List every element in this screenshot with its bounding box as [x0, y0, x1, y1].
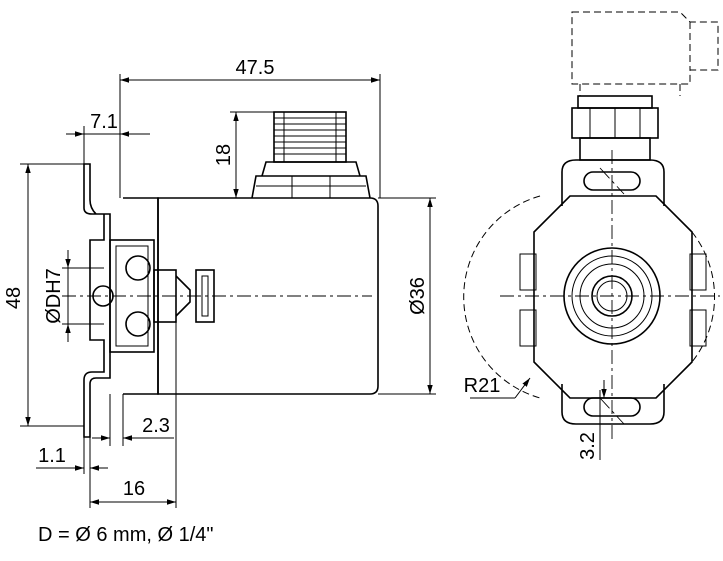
shaft-diameter-note: D = Ø 6 mm, Ø 1/4"	[38, 524, 213, 546]
dim-body-diameter: Ø36	[407, 277, 429, 315]
dim-slot-width: 3.2	[577, 432, 599, 460]
dim-connector-height: 18	[213, 144, 235, 166]
front-view: R21 3.2	[463, 11, 720, 460]
top-slot	[583, 171, 641, 191]
dim-flange-thickness: 2.3	[142, 415, 170, 437]
bottom-mounting-tab	[561, 384, 665, 425]
thread-lines	[274, 117, 346, 155]
dim-mount-depth: 16	[123, 478, 145, 500]
connector-thread	[273, 111, 347, 163]
encoder-body	[157, 197, 379, 395]
dim-overall-length: 47.5	[236, 57, 275, 79]
encoder-housing-face	[533, 195, 693, 399]
screw-head-bottom	[125, 311, 151, 337]
radius-arc	[463, 195, 541, 399]
dim-sheet-thickness: 1.1	[38, 445, 66, 467]
dim-flange-offset: 7.1	[90, 111, 118, 133]
mounting-bracket	[83, 163, 111, 438]
connector-ring	[577, 95, 653, 109]
dim-bore: ØDH7	[43, 268, 65, 324]
connector-base	[579, 137, 651, 161]
side-view: 47.5 7.1 18 48 ØDH7 Ø36 2.3	[3, 57, 436, 508]
cable-plug-outline	[571, 11, 719, 85]
connector-nut	[251, 175, 371, 199]
screw-head-top	[125, 255, 151, 281]
top-mounting-tab	[561, 159, 665, 206]
dim-height: 48	[3, 287, 25, 309]
dim-radius: R21	[464, 375, 501, 397]
